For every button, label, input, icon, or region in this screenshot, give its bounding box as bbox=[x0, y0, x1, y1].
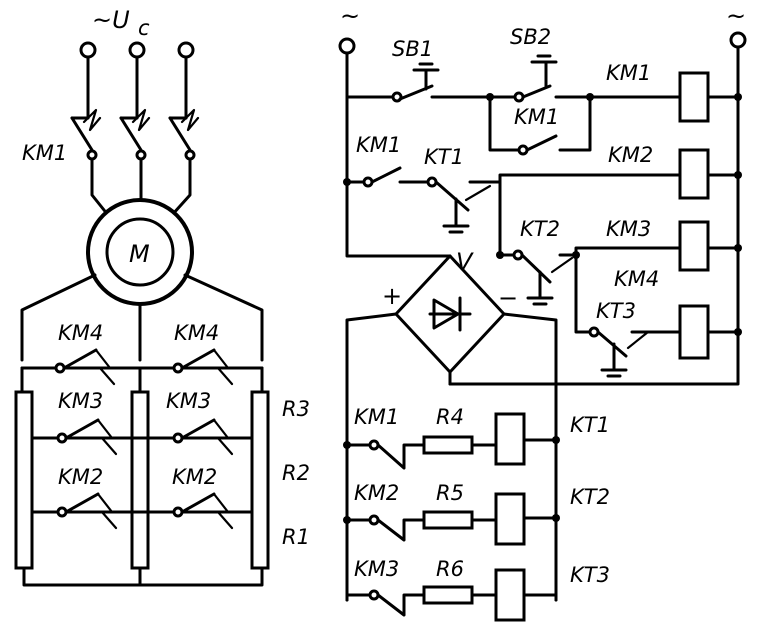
plus-label: + bbox=[382, 282, 402, 310]
km4-label-left: KM4 bbox=[58, 321, 103, 345]
coil-kt1 bbox=[494, 412, 526, 466]
km1-timer-label: KM1 bbox=[354, 405, 399, 429]
resistor-r6 bbox=[422, 585, 474, 605]
supply-voltage-label: ~U bbox=[92, 6, 130, 34]
km3-contacts bbox=[56, 418, 234, 456]
rectifier-bridge bbox=[394, 254, 506, 386]
r6-label: R6 bbox=[436, 557, 464, 581]
motor: M bbox=[86, 198, 194, 306]
right-supply-tilde: ~ bbox=[726, 2, 746, 30]
coil-kt2-label: KT2 bbox=[570, 485, 610, 509]
supply-terminal-3 bbox=[177, 41, 195, 59]
coil-kt3 bbox=[494, 568, 526, 622]
supply-voltage-subscript: c bbox=[138, 16, 150, 40]
resistor-r5 bbox=[422, 510, 474, 530]
rotor-resistor-left bbox=[14, 390, 34, 570]
km1-main-label: KM1 bbox=[22, 141, 67, 165]
km1-control-label: KM1 bbox=[356, 133, 401, 157]
control-circuit: ~ ~ bbox=[338, 2, 747, 622]
r5-label: R5 bbox=[436, 481, 464, 505]
rotor-resistor-right bbox=[250, 390, 270, 570]
sb2-label: SB2 bbox=[510, 25, 551, 49]
supply-terminal-1 bbox=[79, 41, 97, 59]
km1-main-contacts bbox=[70, 108, 200, 161]
coil-kt3-label: KT3 bbox=[570, 563, 610, 587]
r1-label: R1 bbox=[282, 525, 310, 549]
r3-label: R3 bbox=[282, 397, 310, 421]
km3-label-left: KM3 bbox=[58, 389, 103, 413]
coil-km1-label: KM1 bbox=[606, 61, 651, 85]
km2-label-right: KM2 bbox=[172, 465, 217, 489]
coil-km4 bbox=[678, 304, 710, 360]
minus-label: − bbox=[498, 284, 518, 312]
km2-label-left: KM2 bbox=[58, 465, 103, 489]
km4-contacts bbox=[54, 348, 234, 386]
km3-label-right: KM3 bbox=[166, 389, 211, 413]
km2-timer-label: KM2 bbox=[354, 481, 399, 505]
coil-kt1-label: KT1 bbox=[570, 413, 610, 437]
coil-km4-label: KM4 bbox=[614, 267, 659, 291]
sb1-label: SB1 bbox=[392, 37, 433, 61]
supply-terminal-2 bbox=[128, 41, 146, 59]
resistor-r4 bbox=[422, 435, 474, 455]
control-terminal-left bbox=[338, 37, 356, 55]
coil-kt2 bbox=[494, 492, 526, 546]
kt3-control-label: KT3 bbox=[596, 299, 636, 323]
kt2-control-label: KT2 bbox=[520, 217, 560, 241]
control-terminal-right bbox=[729, 31, 747, 49]
coil-km3-label: KM3 bbox=[606, 217, 651, 241]
r4-label: R4 bbox=[436, 405, 464, 429]
coil-km3 bbox=[678, 220, 710, 272]
bridge-label: V bbox=[456, 248, 474, 276]
power-circuit: M bbox=[14, 6, 310, 587]
left-supply-tilde: ~ bbox=[340, 2, 360, 30]
km2-contacts bbox=[56, 492, 234, 530]
kt1-control-label: KT1 bbox=[424, 145, 464, 169]
coil-km2-label: KM2 bbox=[608, 143, 653, 167]
r2-label: R2 bbox=[282, 461, 310, 485]
coil-km2 bbox=[678, 148, 710, 200]
rotor-resistor-middle bbox=[130, 390, 150, 570]
coil-km1 bbox=[678, 71, 710, 123]
km1-hold-label: KM1 bbox=[514, 105, 559, 129]
motor-label: M bbox=[129, 240, 150, 268]
km4-label-right: KM4 bbox=[174, 321, 219, 345]
km3-timer-label: KM3 bbox=[354, 557, 399, 581]
